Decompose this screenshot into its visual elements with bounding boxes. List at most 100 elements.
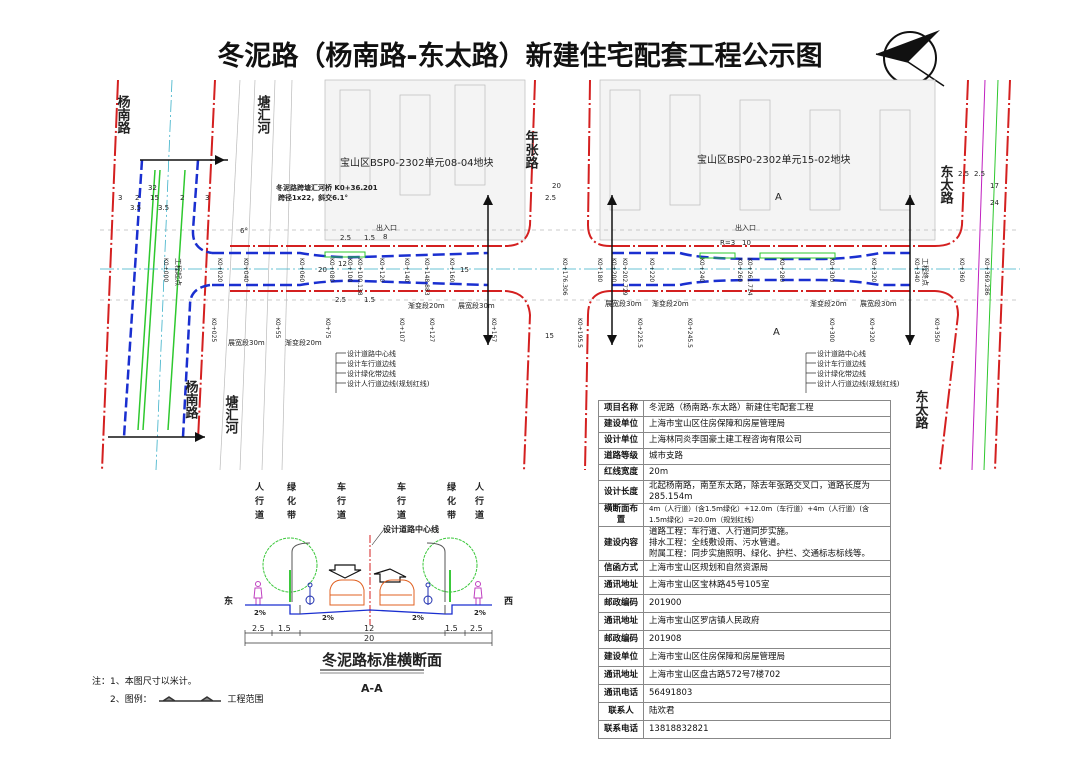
station-label: K0+100.138 [356, 258, 363, 296]
yangnan-road-lines [101, 79, 228, 471]
cross-section-centerline-label: 设计道路中心线 [383, 524, 439, 534]
project-info-table: 项目名称冬泥路（杨南路-东太路）新建住宅配套工程建设单位上海市宝山区住房保障和房… [598, 400, 891, 739]
station-label: K0+160 [448, 258, 455, 282]
xs-dim: 1.5 [445, 624, 458, 633]
table-row: 项目名称冬泥路（杨南路-东太路）新建住宅配套工程 [598, 400, 891, 417]
streetlamp-icon [291, 542, 311, 602]
station-label: K0+148.883 [423, 258, 430, 296]
notes: 注：1、本图尺寸以米计。 2、图例： 工程范围 [92, 673, 264, 709]
row-value: 上海市宝山区罗店镇人民政府 [643, 612, 891, 631]
radius-label: R=3 [720, 239, 735, 247]
nianzhang-road-lines [504, 79, 611, 471]
station-label: K0+300 [828, 318, 835, 342]
car-icon [379, 579, 415, 606]
plan-legend-left: 设计道路中心线 设计车行道边线 设计绿化带边线 设计人行道边线(规划红线) [335, 349, 430, 393]
dimension-label: 2 [180, 194, 184, 202]
row-value-line: 排水工程：全线敷设雨、污水管道。 [649, 538, 786, 548]
station-label: K0+195.5 [576, 318, 583, 348]
dimension-label: 15 [460, 266, 469, 274]
station-label: K0+200 [610, 258, 617, 282]
station-label: K0+320 [870, 258, 877, 282]
segment-label: 渐变段20m [285, 338, 322, 347]
row-value: 13818832821 [643, 720, 891, 739]
cyclist-icon [305, 582, 315, 605]
station-label: K0+107 [398, 318, 405, 342]
station-label: K0+100 [346, 258, 353, 282]
xs-dim: 2.5 [252, 624, 265, 633]
dimension-label: 20 [552, 182, 561, 190]
row-value: 北起杨南路，南至东太路，除去年张路交叉口，道路长度为285.154m [643, 480, 891, 504]
station-label: K0+369.286 [983, 258, 990, 296]
row-label: 邮政编码 [598, 594, 644, 613]
row-label: 邮政编码 [598, 630, 644, 649]
row-value: 城市支路 [643, 448, 891, 465]
segment-label: 渐变段20m [652, 299, 689, 308]
row-label: 设计长度 [598, 480, 644, 504]
row-label: 信函方式 [598, 560, 644, 577]
station-label: K0+000 [162, 258, 169, 282]
table-row: 设计长度北起杨南路，南至东太路，除去年张路交叉口，道路长度为285.154m [598, 480, 891, 504]
legend-carriageway: 设计车行道边线 [347, 359, 396, 368]
cross-section-column-label: 人行道 [253, 481, 265, 524]
arrow-up-icon [373, 568, 407, 583]
station-label: K0+120 [378, 258, 385, 282]
start-label: 工程起点 [174, 258, 183, 286]
dimension-label: 1.5 [364, 296, 375, 304]
station-label: K0+176.306 [561, 258, 568, 296]
dimension-label: 1.5 [364, 234, 375, 242]
row-label: 项目名称 [598, 400, 644, 417]
direction-west: 西 [504, 596, 513, 607]
table-row: 建设内容道路工程：车行道、人行道同步实施。排水工程：全线敷设雨、污水管道。附属工… [598, 526, 891, 561]
slope-label: 2% [322, 614, 334, 622]
row-value: 上海市宝山区盘古路572号7楼702 [643, 666, 891, 685]
note-2-label: 2、图例： [110, 695, 152, 705]
segment-label: 展宽段30m [228, 338, 265, 347]
road-label-yangnan-bottom: 杨南路 [183, 379, 199, 419]
xs-dim: 2.5 [470, 624, 483, 633]
cross-section: 人行道绿化带车行道车行道绿化带人行道 设计道路中心线 东 西 2% 2% 2% … [224, 481, 513, 695]
station-label: K0+157 [490, 318, 497, 342]
row-label: 建设单位 [598, 648, 644, 667]
legend-sidewalk: 设计人行道边线(规划红线) [347, 379, 430, 388]
cross-section-column-label: 车行道 [335, 481, 347, 524]
legend-carriageway: 设计车行道边线 [817, 359, 866, 368]
angle-label: 6° [240, 227, 248, 235]
row-value: 56491803 [643, 684, 891, 703]
station-label: K0+020 [216, 258, 223, 282]
station-label: K0+245.5 [686, 318, 693, 348]
project-range-legend-icon [158, 695, 221, 702]
slope-label: 2% [412, 614, 424, 622]
row-label: 建设内容 [598, 526, 644, 561]
cross-section-column-label: 绿化带 [445, 481, 456, 524]
entrance-label-1: 出入口 [376, 223, 397, 232]
station-label: K0+320 [868, 318, 875, 342]
row-value: 上海市宝山区规划和自然资源局 [643, 560, 891, 577]
dimension-label: 3 [118, 194, 122, 202]
station-label: K0+060 [298, 258, 305, 282]
row-label: 联系人 [598, 702, 644, 721]
cross-section-column-labels: 人行道绿化带车行道车行道绿化带人行道 [253, 481, 485, 524]
station-label: K0+202.729 [621, 258, 628, 296]
cross-section-label: A-A [361, 682, 383, 695]
dimension-label: 3.5 [158, 204, 169, 212]
row-value: 冬泥路（杨南路-东太路）新建住宅配套工程 [643, 400, 891, 417]
legend-greenbelt: 设计绿化带边线 [817, 369, 866, 378]
legend-centerline: 设计道路中心线 [817, 349, 866, 358]
station-label: K0+280 [778, 258, 785, 282]
slope-label: 2% [474, 609, 486, 617]
dimension-label: 32 [148, 184, 157, 192]
dimension-label: 2.5 [335, 296, 346, 304]
background-buildings [100, 79, 1020, 471]
cross-section-column-label: 绿化带 [285, 481, 296, 524]
dimension-label: 20 [318, 266, 327, 274]
river-label-bottom: 塘汇河 [223, 394, 239, 435]
dimension-label: 2 [135, 194, 139, 202]
end-label: 工程终点 [921, 258, 930, 286]
station-label: K0+080 [328, 258, 335, 282]
